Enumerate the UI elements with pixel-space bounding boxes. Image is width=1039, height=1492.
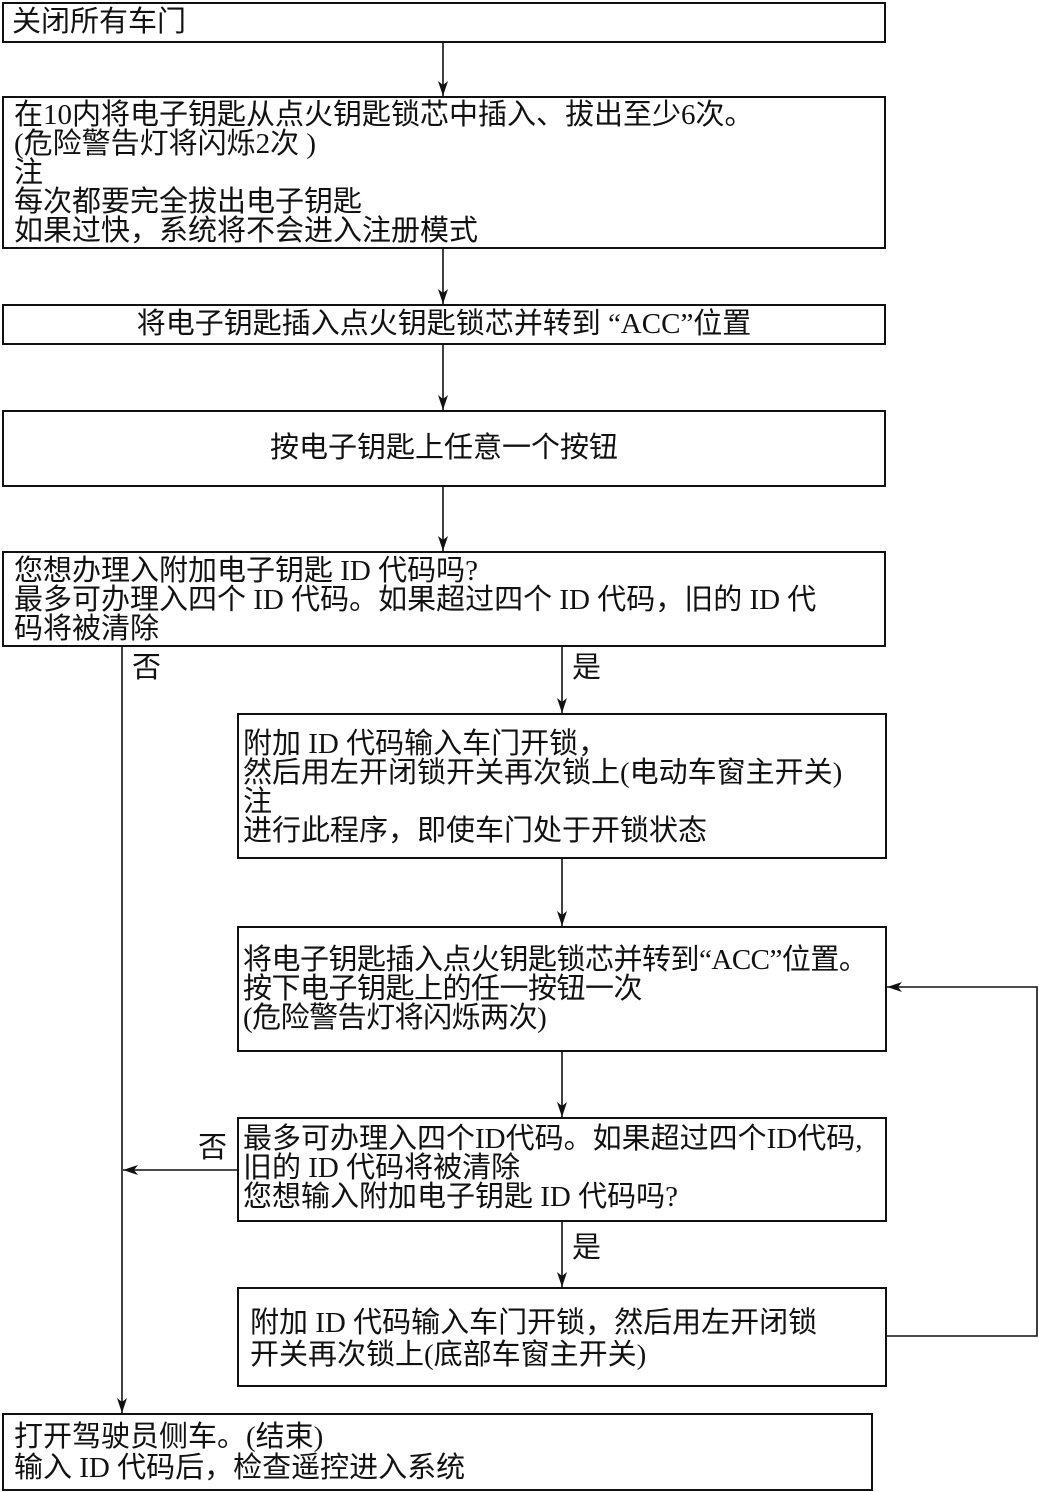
step-text-line: 然后用左开闭锁开关再次锁上(电动车窗主开关)	[243, 757, 843, 789]
step-text-line: 附加 ID 代码输入车门开锁，	[243, 728, 608, 760]
step-text-line: 最多可办理入四个 ID 代码。如果超过四个 ID 代码，旧的 ID 代	[14, 584, 817, 616]
step-text-line: 将电子钥匙插入点火钥匙锁芯并转到“ACC”位置。	[243, 944, 868, 976]
arrow-loop-back-to-step7	[887, 982, 1038, 1337]
branch-label-no: 否	[198, 1132, 228, 1164]
step-text-line: 每次都要完全拔出电子钥匙	[14, 186, 363, 218]
branch-label-yes: 是	[572, 1232, 602, 1264]
step-press-any-button: 按电子钥匙上任意一个按钮	[2, 410, 886, 487]
decision-add-id-code: 您想办理入附加电子钥匙 ID 代码吗? 最多可办理入四个 ID 代码。如果超过四…	[2, 551, 886, 647]
step-text-line: 按电子钥匙上任意一个按钮	[269, 432, 618, 464]
step-text-line: 您想输入附加电子钥匙 ID 代码吗?	[243, 1181, 678, 1213]
step-text-line: 打开驾驶员侧车。(结束)	[14, 1421, 324, 1453]
step-text-line: 进行此程序，即使车门处于开锁状态	[243, 815, 708, 847]
step-text-line: 旧的 ID 代码将被清除	[243, 1152, 521, 1184]
branch-label-yes: 是	[572, 652, 602, 684]
branch-label-no: 否	[132, 652, 162, 684]
decision-input-additional-id: 最多可办理入四个ID代码。如果超过四个ID代码, 旧的 ID 代码将被清除 您想…	[237, 1117, 887, 1222]
step-insert-key-press-button: 将电子钥匙插入点火钥匙锁芯并转到“ACC”位置。 按下电子钥匙上的任一按钮一次 …	[237, 926, 887, 1052]
step-text-line: 码将被清除	[14, 613, 160, 645]
step-close-all-doors: 关闭所有车门	[2, 2, 886, 43]
step-text-line: 开关再次锁上(底部车窗主开关)	[250, 1339, 647, 1371]
step-text-line: (危险警告灯将闪烁2次 )	[14, 128, 317, 160]
step-unlock-and-relock: 附加 ID 代码输入车门开锁， 然后用左开闭锁开关再次锁上(电动车窗主开关) 注…	[237, 713, 887, 859]
step-insert-key-acc: 将电子钥匙插入点火钥匙锁芯并转到 “ACC”位置	[2, 304, 886, 345]
step-text-line: 在10内将电子钥匙从点火钥匙锁芯中插入、拔出至少6次。	[14, 99, 754, 131]
step-text-line: 附加 ID 代码输入车门开锁，然后用左开闭锁	[250, 1307, 818, 1339]
step-text-line: 关闭所有车门	[12, 6, 187, 38]
step-text-line: (危险警告灯将闪烁两次)	[243, 1002, 547, 1034]
step-text-line: 将电子钥匙插入点火钥匙锁芯并转到 “ACC”位置	[136, 308, 752, 340]
step-text-line: 最多可办理入四个ID代码。如果超过四个ID代码,	[243, 1123, 863, 1155]
step-end-open-driver-door: 打开驾驶员侧车。(结束) 输入 ID 代码后，检查遥控进入系统	[2, 1413, 873, 1491]
step-note-label: 注	[14, 157, 44, 189]
step-unlock-and-relock-again: 附加 ID 代码输入车门开锁，然后用左开闭锁 开关再次锁上(底部车窗主开关)	[237, 1287, 887, 1387]
step-insert-remove-key: 在10内将电子钥匙从点火钥匙锁芯中插入、拔出至少6次。 (危险警告灯将闪烁2次 …	[2, 96, 886, 249]
step-text-line: 您想办理入附加电子钥匙 ID 代码吗?	[14, 555, 478, 587]
step-text-line: 输入 ID 代码后，检查遥控进入系统	[14, 1452, 466, 1484]
step-note-label: 注	[243, 786, 273, 818]
step-text-line: 按下电子钥匙上的任一按钮一次	[243, 973, 643, 1005]
step-text-line: 如果过快，系统将不会进入注册模式	[14, 215, 479, 247]
